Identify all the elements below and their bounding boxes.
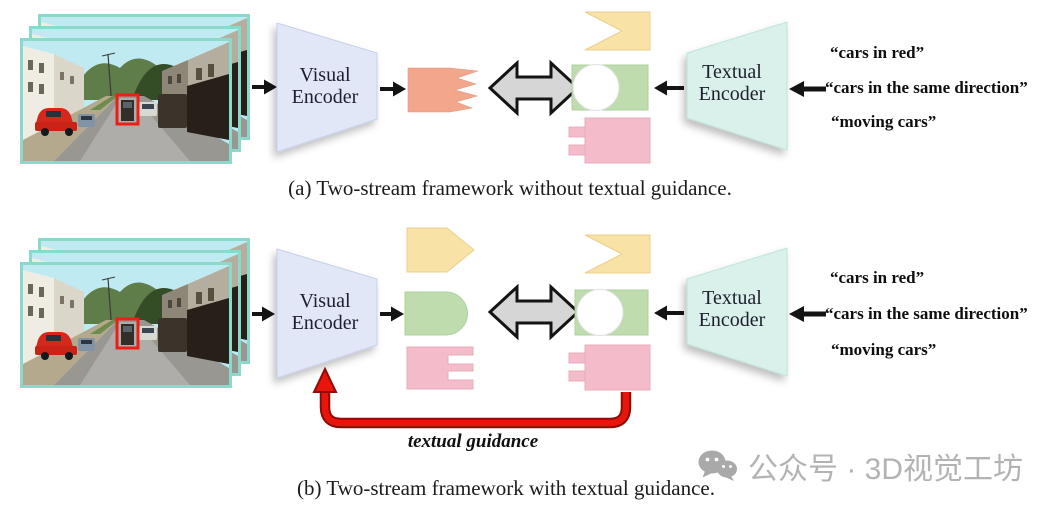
- arrow-frames-to-visual-encoder-b: [252, 306, 275, 322]
- textual-encoder-shape-b: [686, 247, 788, 377]
- text-embedding-green-b: [574, 289, 649, 336]
- visual-encoder-label-b: Visual Encoder: [270, 290, 380, 334]
- watermark: 公众号 · 3D视觉工坊: [698, 444, 1023, 488]
- video-frame-front-b: [20, 262, 232, 388]
- textual-encoder-label-a: Textual Encoder: [677, 61, 787, 105]
- textual-encoder-label-line2: Encoder: [698, 83, 766, 105]
- prompt-cars-in-red-a: “cars in red”: [830, 43, 925, 62]
- visual-encoder-label-a: Visual Encoder: [270, 64, 380, 108]
- text-embedding-pink-b: [568, 344, 651, 391]
- textual-guidance-arrow: [312, 366, 632, 429]
- wechat-icon: [698, 450, 737, 481]
- arrow-prompts-to-textual-encoder-a: [789, 81, 826, 97]
- visual-encoder-label-line1: Visual: [299, 290, 351, 312]
- textual-encoder-shape-a: [686, 21, 788, 151]
- visual-encoder-label-line2: Encoder: [291, 312, 359, 334]
- arrow-textual-encoder-to-embedding-a: [654, 80, 684, 96]
- panel-b-graphics: [20, 227, 826, 429]
- video-frame-front-a: [20, 38, 232, 164]
- prompt-moving-cars-a: “moving cars”: [831, 112, 937, 131]
- arrow-frames-to-visual-encoder-a: [252, 79, 277, 95]
- watermark-text: 公众号 · 3D视觉工坊: [748, 453, 1024, 486]
- textual-encoder-label-line1: Textual: [702, 287, 762, 309]
- visual-encoder-label-line2: Encoder: [291, 86, 359, 108]
- arrow-prompts-to-textual-encoder-b: [789, 306, 826, 322]
- textual-encoder-label-b: Textual Encoder: [677, 287, 787, 331]
- visual-embedding-pink-b: [406, 346, 474, 390]
- textual-encoder-label-line1: Textual: [702, 61, 762, 83]
- visual-embedding-green-b: [404, 291, 468, 336]
- visual-encoder-label-line1: Visual: [299, 64, 351, 86]
- prompt-same-direction-a: “cars in the same direction”: [825, 78, 1028, 97]
- arrow-visual-encoder-to-embedding-a: [380, 81, 406, 97]
- prompt-cars-in-red-b: “cars in red”: [830, 268, 925, 287]
- text-embedding-yellow-a: [584, 11, 651, 51]
- visual-encoder-shape-b: [276, 248, 378, 379]
- textual-guidance-label: textual guidance: [407, 431, 539, 452]
- prompt-same-direction-b: “cars in the same direction”: [825, 304, 1028, 323]
- visual-encoder-shape-a: [276, 22, 378, 153]
- visual-embedding-jagged-salmon-a: [407, 67, 479, 113]
- text-embedding-yellow-b: [584, 234, 651, 274]
- caption-panel-a: (a) Two-stream framework without textual…: [288, 176, 732, 200]
- caption-panel-b: (b) Two-stream framework with textual gu…: [296, 476, 715, 500]
- prompt-moving-cars-b: “moving cars”: [831, 340, 937, 359]
- similarity-double-arrow-a: [487, 59, 581, 117]
- similarity-double-arrow-b: [487, 283, 581, 341]
- textual-encoder-label-line2: Encoder: [698, 309, 766, 331]
- text-embedding-green-a: [571, 64, 649, 111]
- arrow-visual-encoder-to-embedding-b: [380, 306, 404, 322]
- text-embedding-pink-a: [568, 117, 651, 164]
- arrow-textual-encoder-to-embedding-b: [654, 305, 684, 321]
- panel-a-graphics: [20, 11, 826, 164]
- visual-embedding-yellow-b: [406, 227, 475, 273]
